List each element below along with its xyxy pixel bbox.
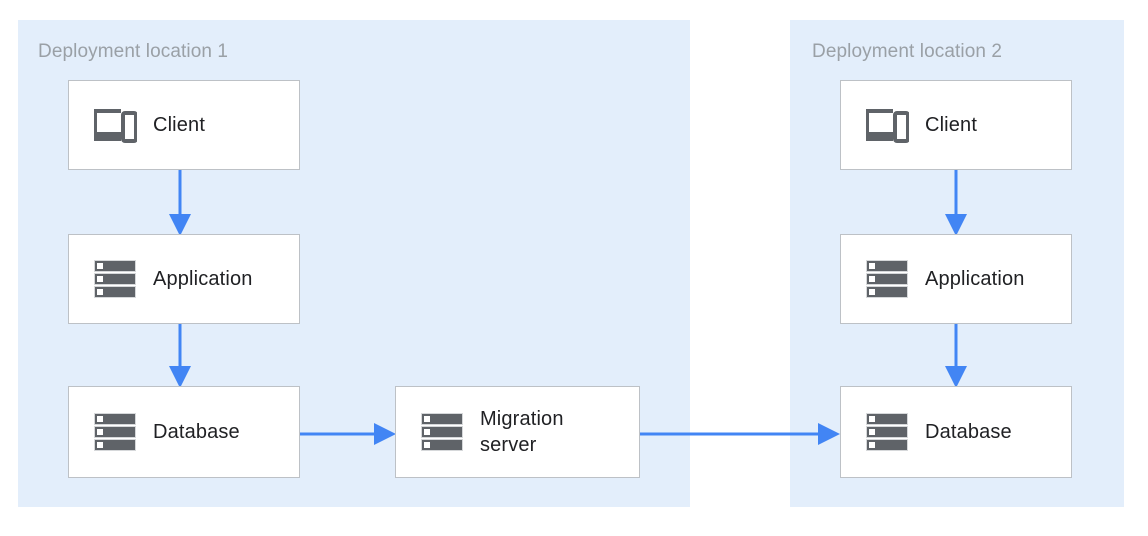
client-devices-icon	[91, 102, 138, 148]
node-client-1-label: Client	[153, 114, 206, 136]
connector-db1-to-migration	[300, 418, 398, 450]
node-application-1[interactable]: Application	[68, 234, 300, 324]
node-client-2-label: Client	[925, 114, 978, 136]
node-database-1-label: Database	[153, 421, 240, 443]
deployment-zone-1-label: Deployment location 1	[38, 41, 229, 62]
server-icon	[418, 409, 464, 455]
connector-client1-to-app1	[164, 168, 196, 238]
server-icon	[91, 409, 137, 455]
node-database-2-label: Database	[925, 421, 1012, 443]
server-icon	[863, 256, 909, 302]
node-application-2[interactable]: Application	[840, 234, 1072, 324]
connector-app1-to-db1	[164, 322, 196, 390]
node-client-1[interactable]: Client	[68, 80, 300, 170]
node-application-1-label: Application	[153, 268, 253, 290]
connector-migration-to-db2	[640, 418, 842, 450]
deployment-zone-2-label: Deployment location 2	[812, 41, 1003, 62]
node-application-2-label: Application	[925, 268, 1025, 290]
node-migration-server[interactable]: Migration server	[395, 386, 640, 478]
node-client-2[interactable]: Client	[840, 80, 1072, 170]
node-database-1[interactable]: Database	[68, 386, 300, 478]
client-devices-icon	[863, 102, 910, 148]
connector-app2-to-db2	[940, 322, 972, 390]
connector-client2-to-app2	[940, 168, 972, 238]
server-icon	[91, 256, 137, 302]
node-database-2[interactable]: Database	[840, 386, 1072, 478]
node-migration-server-label: Migration server	[480, 408, 564, 456]
server-icon	[863, 409, 909, 455]
